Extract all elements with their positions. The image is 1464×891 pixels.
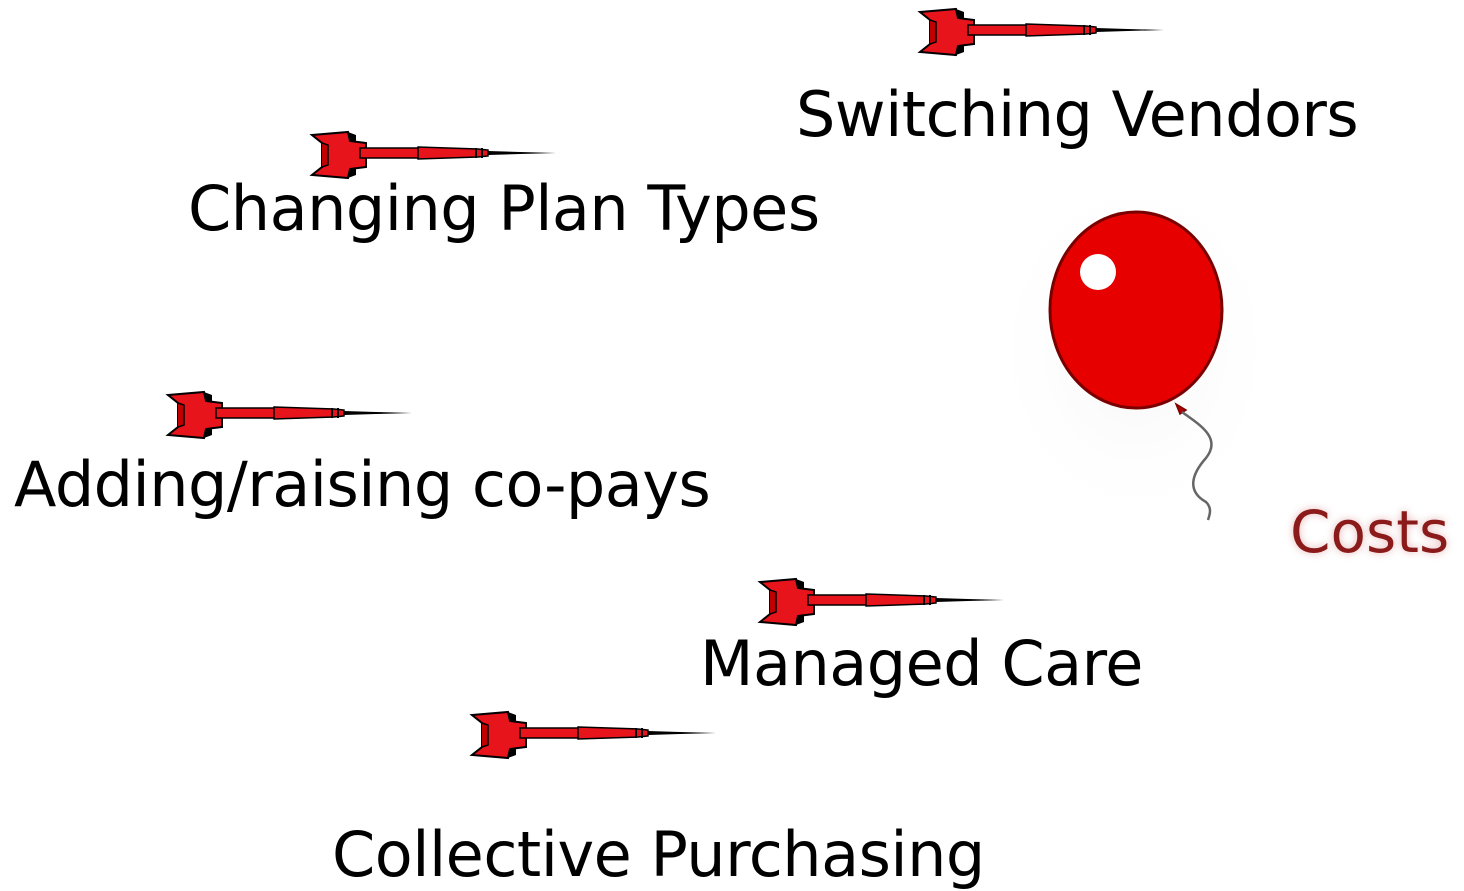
dart-icon: [471, 711, 717, 759]
label-managed-care: Managed Care: [700, 627, 1143, 700]
balloon-icon: [1000, 200, 1270, 530]
label-changing-plan-types: Changing Plan Types: [188, 172, 820, 245]
dart-icon: [919, 8, 1165, 56]
label-switching-vendors: Switching Vendors: [796, 78, 1359, 151]
costs-label: Costs: [1290, 498, 1450, 566]
dart-icon: [167, 391, 413, 439]
label-collective-purchasing: Collective Purchasing: [332, 818, 985, 891]
label-adding-raising-copays: Adding/raising co-pays: [14, 448, 711, 521]
dart-icon: [759, 578, 1005, 626]
